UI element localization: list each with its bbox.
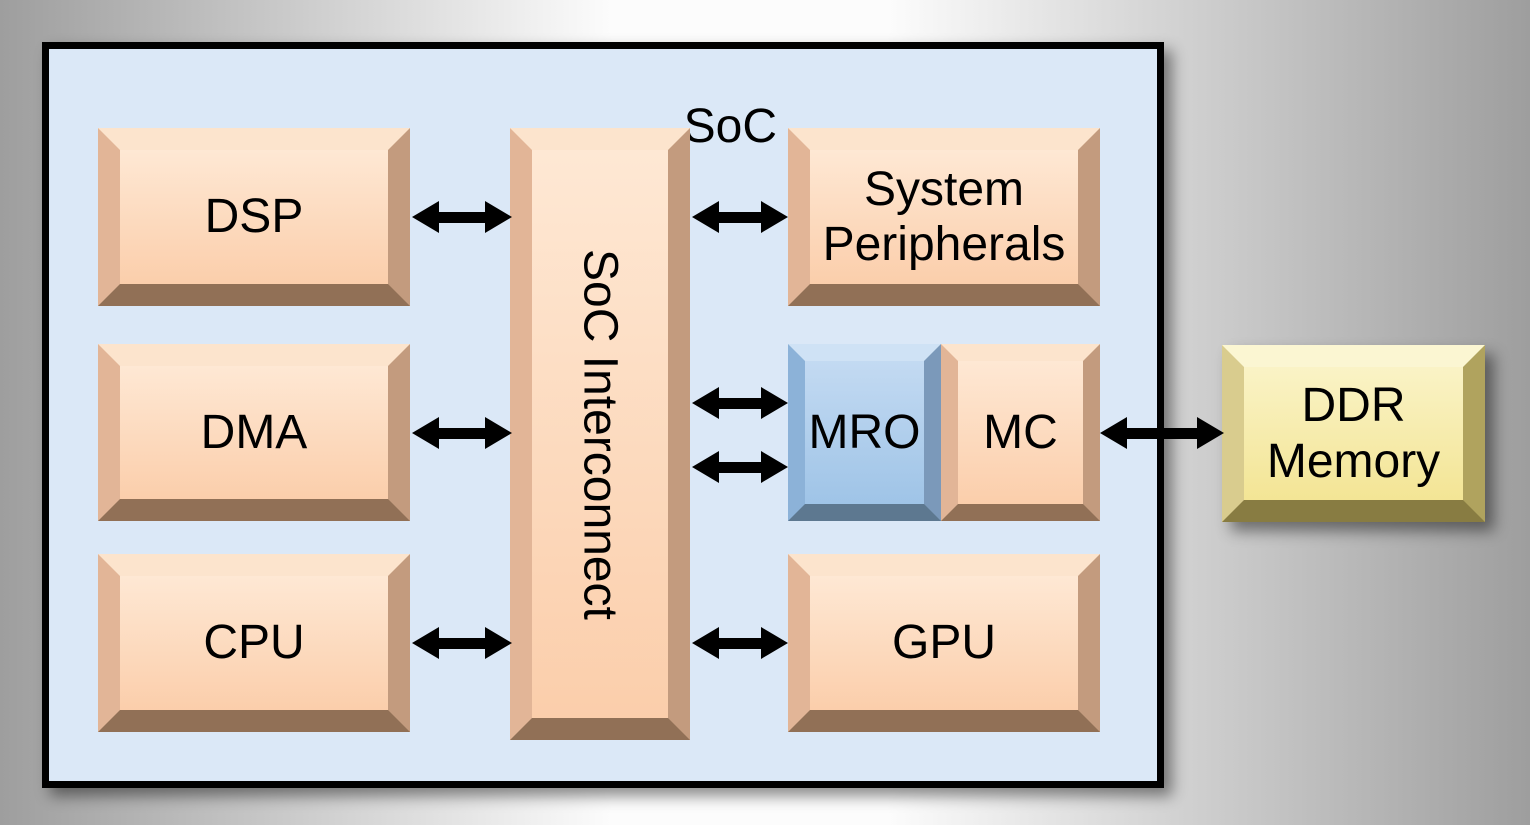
arrowhead-right-icon [761,387,788,419]
arrow-shaft [439,211,485,223]
block-dma-label: DMA [200,405,308,459]
arrowhead-right-icon [761,451,788,483]
soc-label: SoC [683,100,777,153]
arrow-cpu-interconnect [412,627,512,659]
block-dsp: DSP [98,128,410,306]
arrowhead-right-icon [485,201,512,233]
block-dma: DMA [98,344,410,521]
arrowhead-left-icon [692,627,719,659]
block-mro-label: MRO [808,405,921,459]
block-mro: MRO [788,344,941,521]
arrowhead-left-icon [412,627,439,659]
block-gpu-label: GPU [891,616,996,670]
arrowhead-left-icon [412,201,439,233]
arrowhead-right-icon [1197,417,1224,449]
arrowhead-left-icon [1100,417,1127,449]
block-cpu: CPU [98,554,410,732]
block-system-peripherals: System Peripherals [788,128,1100,306]
arrow-interconnect-system-peripherals [692,201,788,233]
arrowhead-left-icon [412,417,439,449]
arrowhead-left-icon [692,387,719,419]
block-dsp-label: DSP [204,190,304,244]
arrow-dma-interconnect [412,417,512,449]
block-system-peripherals-label: System Peripherals [822,162,1066,271]
arrowhead-right-icon [485,627,512,659]
arrow-shaft [439,637,485,649]
arrowhead-left-icon [692,201,719,233]
arrow-interconnect-gpu [692,627,788,659]
arrow-interconnect-mro-lower [692,451,788,483]
arrowhead-right-icon [761,201,788,233]
arrowhead-right-icon [761,627,788,659]
block-mc: MC [941,344,1100,521]
block-mc-label: MC [983,405,1058,459]
block-gpu: GPU [788,554,1100,732]
block-soc-interconnect: SoC Interconnect [510,128,690,740]
arrow-mc-ddr-memory [1100,417,1224,449]
arrow-dsp-interconnect [412,201,512,233]
arrow-interconnect-mro-upper [692,387,788,419]
block-ddr-memory: DDR Memory [1222,345,1485,522]
arrow-shaft [719,461,761,473]
arrow-shaft [719,211,761,223]
arrow-shaft [1127,427,1197,439]
arrowhead-left-icon [692,451,719,483]
arrow-shaft [719,397,761,409]
block-cpu-label: CPU [203,616,305,670]
block-soc-interconnect-label: SoC Interconnect [573,248,627,620]
block-ddr-memory-label: DDR Memory [1266,379,1441,488]
arrowhead-right-icon [485,417,512,449]
arrow-shaft [439,427,485,439]
arrow-shaft [719,637,761,649]
